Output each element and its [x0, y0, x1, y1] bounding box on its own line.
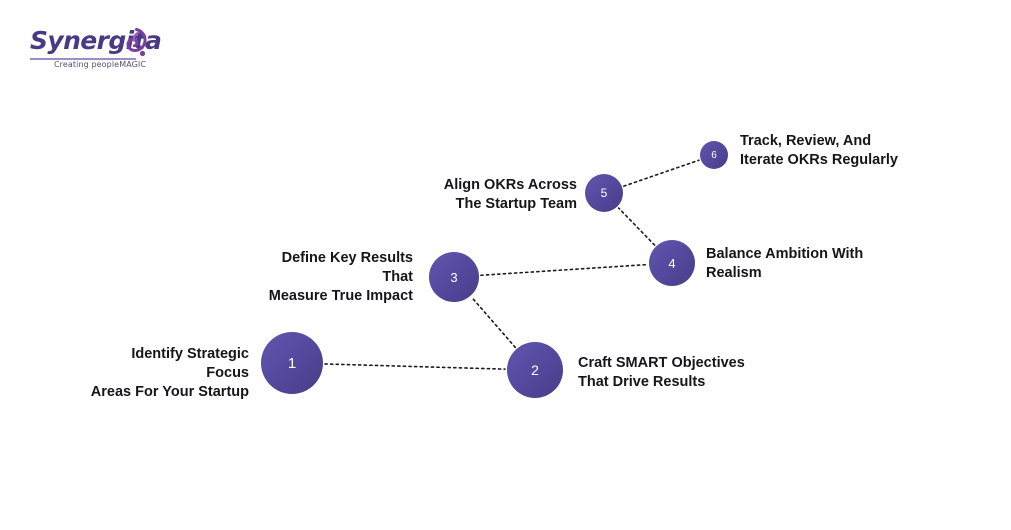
step-label-3: Define Key Results That Measure True Imp… — [268, 250, 413, 304]
logo-divider — [30, 58, 136, 60]
step-number: 2 — [531, 362, 539, 378]
connector-line — [617, 207, 656, 246]
connector-line — [623, 159, 700, 187]
synergita-logo: Synergita Creating peopleMAGIC — [30, 27, 162, 71]
step-node-5[interactable]: 5 — [585, 174, 623, 212]
step-number: 6 — [711, 149, 717, 161]
step-label-5: Align OKRs Across The Startup Team — [443, 177, 577, 212]
connector-line — [480, 263, 648, 277]
step-node-6[interactable]: 6 — [700, 141, 728, 169]
step-node-4[interactable]: 4 — [649, 240, 695, 286]
step-node-3[interactable]: 3 — [429, 252, 479, 302]
step-node-2[interactable]: 2 — [507, 342, 563, 398]
step-label-4: Balance Ambition With Realism — [706, 246, 864, 281]
step-number: 3 — [450, 269, 458, 285]
step-number: 5 — [600, 186, 608, 200]
step-label-6: Track, Review, And Iterate OKRs Regularl… — [740, 133, 898, 168]
swirl-icon — [126, 28, 147, 57]
step-label-2: Craft SMART Objectives That Drive Result… — [578, 355, 745, 390]
step-number: 1 — [287, 354, 297, 372]
step-label-1: Identify Strategic Focus Areas For Your … — [90, 346, 249, 400]
step-node-1[interactable]: 1 — [261, 332, 323, 394]
logo-tagline: Creating peopleMAGIC — [54, 60, 147, 69]
connector-line — [324, 363, 506, 370]
step-number: 4 — [668, 255, 676, 271]
connector-line — [470, 296, 517, 349]
